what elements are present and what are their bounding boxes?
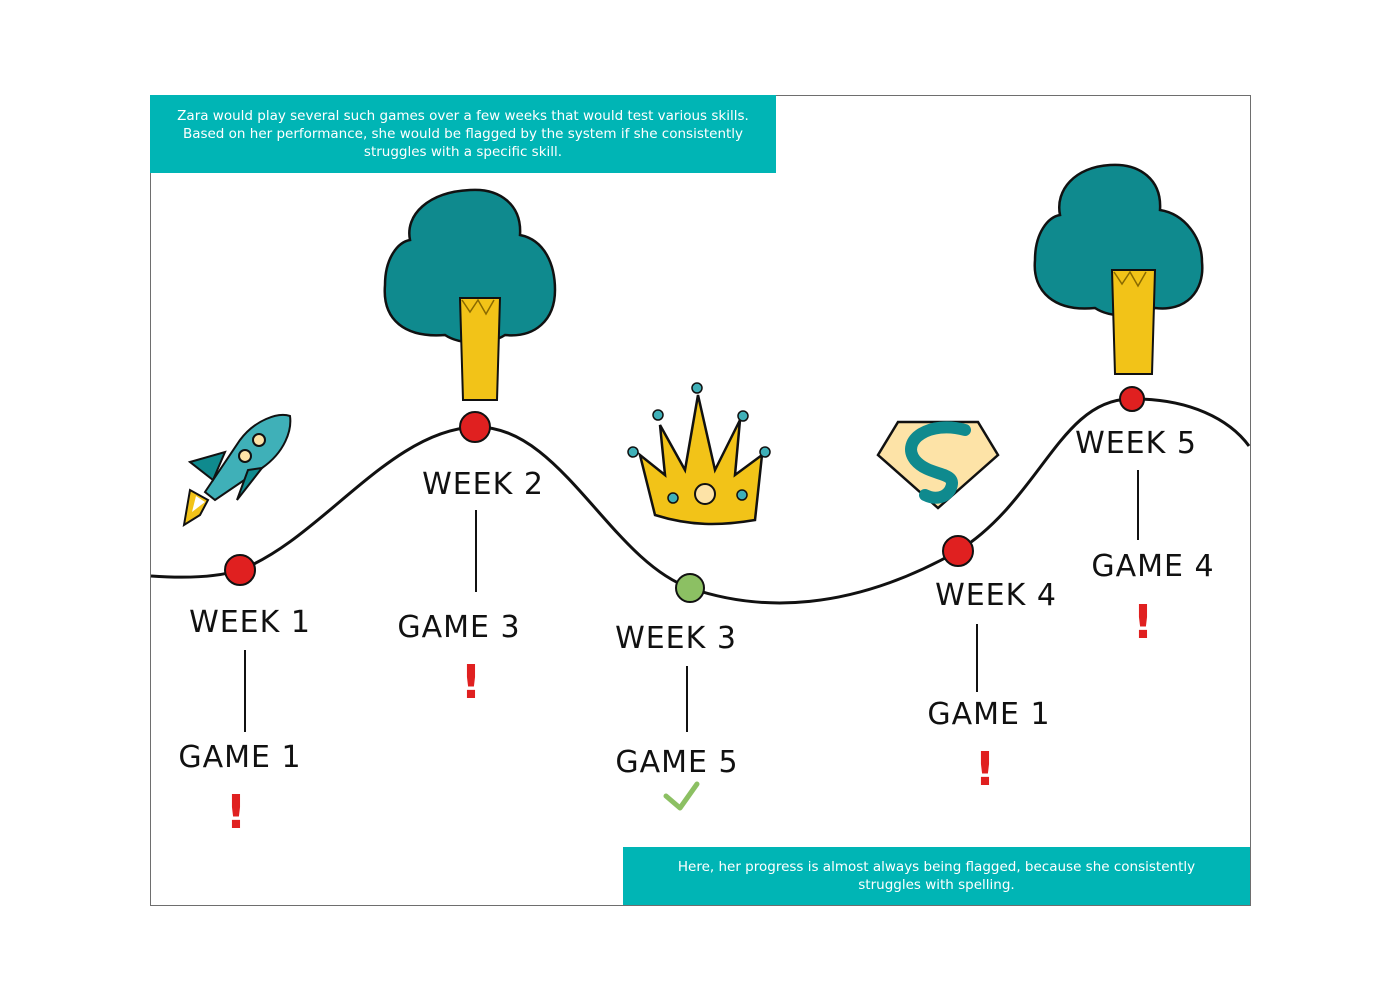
week-2-marker — [459, 411, 491, 443]
week-5-game-label: GAME 4 — [1091, 549, 1214, 584]
week-3-game-label: GAME 5 — [615, 745, 738, 780]
week-3-check-icon — [663, 781, 700, 811]
tree-icon — [1033, 163, 1204, 375]
crown-icon — [627, 382, 771, 526]
week-4-flag-icon: ! — [975, 742, 996, 796]
week-1-marker — [224, 554, 256, 586]
tree-icon — [383, 188, 557, 401]
week-5-marker — [1119, 386, 1145, 412]
intro-caption: Zara would play several such games over … — [150, 95, 776, 173]
week-3-marker — [675, 573, 705, 603]
week-5-flag-icon: ! — [1133, 595, 1154, 649]
week-5-label: WEEK 5 — [1075, 426, 1197, 461]
superhero-emblem-icon — [876, 420, 1000, 510]
week-1-label: WEEK 1 — [189, 605, 311, 640]
week-2-game-label: GAME 3 — [397, 610, 520, 645]
week-1-flag-icon: ! — [226, 785, 247, 839]
week-1-game-label: GAME 1 — [178, 740, 301, 775]
week-4-marker — [942, 535, 974, 567]
week-3-label: WEEK 3 — [615, 621, 737, 656]
week-4-game-label: GAME 1 — [927, 697, 1050, 732]
summary-caption: Here, her progress is almost always bein… — [623, 847, 1250, 905]
week-2-flag-icon: ! — [461, 655, 482, 709]
rocket-icon — [182, 414, 292, 528]
week-2-label: WEEK 2 — [422, 467, 544, 502]
week-4-label: WEEK 4 — [935, 578, 1057, 613]
